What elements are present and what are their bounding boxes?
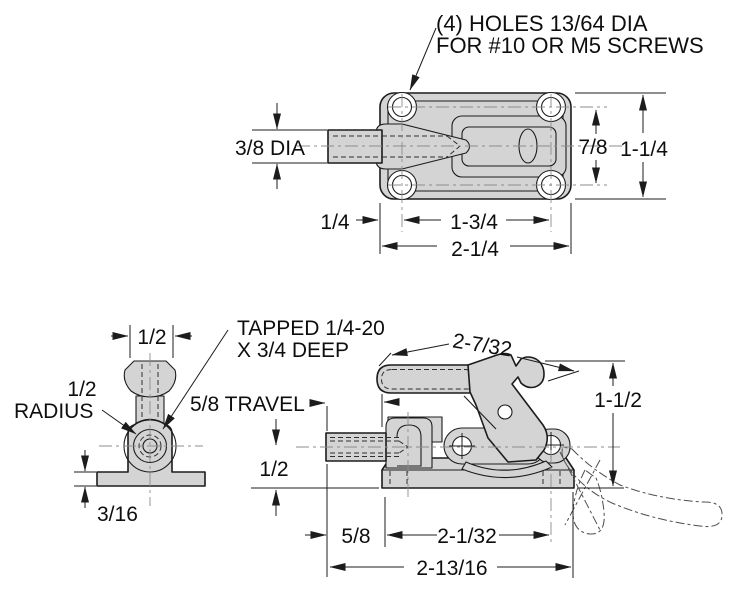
top-view-dimensions: (4) HOLES 13/64 DIA FOR #10 OR M5 SCREWS… bbox=[235, 11, 704, 261]
travel-note: 5/8 TRAVEL bbox=[190, 393, 305, 416]
side-view-centerlines bbox=[296, 412, 620, 546]
dim-body-length-side: 2-1/32 bbox=[437, 525, 497, 548]
holes-note-line2: FOR #10 OR M5 SCREWS bbox=[436, 33, 704, 58]
dim-knob-width: 1/2 bbox=[137, 326, 166, 349]
side-view-body bbox=[325, 352, 575, 489]
side-handle-grip bbox=[376, 364, 495, 394]
top-plunger-head bbox=[375, 123, 471, 170]
dim-body-length: 2-1/4 bbox=[451, 238, 499, 261]
dim-handle-diagonal: 2-7/32 bbox=[451, 330, 513, 362]
end-view-body bbox=[96, 360, 206, 487]
top-view: (4) HOLES 13/64 DIA FOR #10 OR M5 SCREWS… bbox=[235, 11, 704, 261]
side-boss-slot bbox=[396, 424, 422, 467]
dim-body-width: 1-1/4 bbox=[620, 138, 668, 161]
side-rod-threads bbox=[330, 437, 409, 457]
dim-overall-length: 2-13/16 bbox=[416, 557, 487, 580]
top-plunger-rod bbox=[327, 129, 383, 164]
top-view-body bbox=[327, 91, 572, 201]
holes-leader bbox=[409, 27, 437, 91]
dim-plunger-extension: 5/8 bbox=[341, 525, 370, 548]
dim-base-thickness: 3/16 bbox=[97, 503, 138, 526]
dim-open-height: 1-1/2 bbox=[594, 389, 642, 412]
top-view-centerlines bbox=[297, 94, 622, 232]
top-hidden-threads bbox=[333, 135, 461, 158]
radius-note-line2: RADIUS bbox=[14, 400, 93, 423]
end-view: 1/2 1/2 RADIUS TAPPED 1/4-20 X 3/4 DEEP … bbox=[14, 317, 385, 526]
end-view-dimensions: 1/2 1/2 RADIUS TAPPED 1/4-20 X 3/4 DEEP … bbox=[14, 317, 385, 526]
radius-note-line1: 1/2 bbox=[67, 378, 96, 401]
dim-hole-edge-offset: 1/4 bbox=[320, 211, 350, 234]
side-latch-band bbox=[461, 460, 553, 479]
dim-plunger-dia: 3/8 DIA bbox=[235, 137, 305, 160]
side-view-phantom-open-handle bbox=[559, 446, 723, 535]
dim-centerline-to-base: 1/2 bbox=[259, 458, 288, 481]
tapped-note-line1: TAPPED 1/4-20 bbox=[237, 317, 385, 340]
side-grip-inner bbox=[380, 369, 489, 390]
holes-note-line1: (4) HOLES 13/64 DIA bbox=[436, 11, 648, 36]
dim-hole-column-spacing: 1-3/4 bbox=[450, 211, 498, 234]
tapped-note-line2: X 3/4 DEEP bbox=[237, 339, 349, 362]
end-hidden-threads bbox=[141, 364, 159, 420]
dim-hole-row-spacing: 7/8 bbox=[578, 136, 607, 159]
side-view: 5/8 TRAVEL 2-7/32 1-1/2 1/2 5/8 bbox=[190, 330, 723, 580]
side-pivot-hole bbox=[497, 404, 513, 420]
end-view-centerlines bbox=[99, 353, 203, 506]
